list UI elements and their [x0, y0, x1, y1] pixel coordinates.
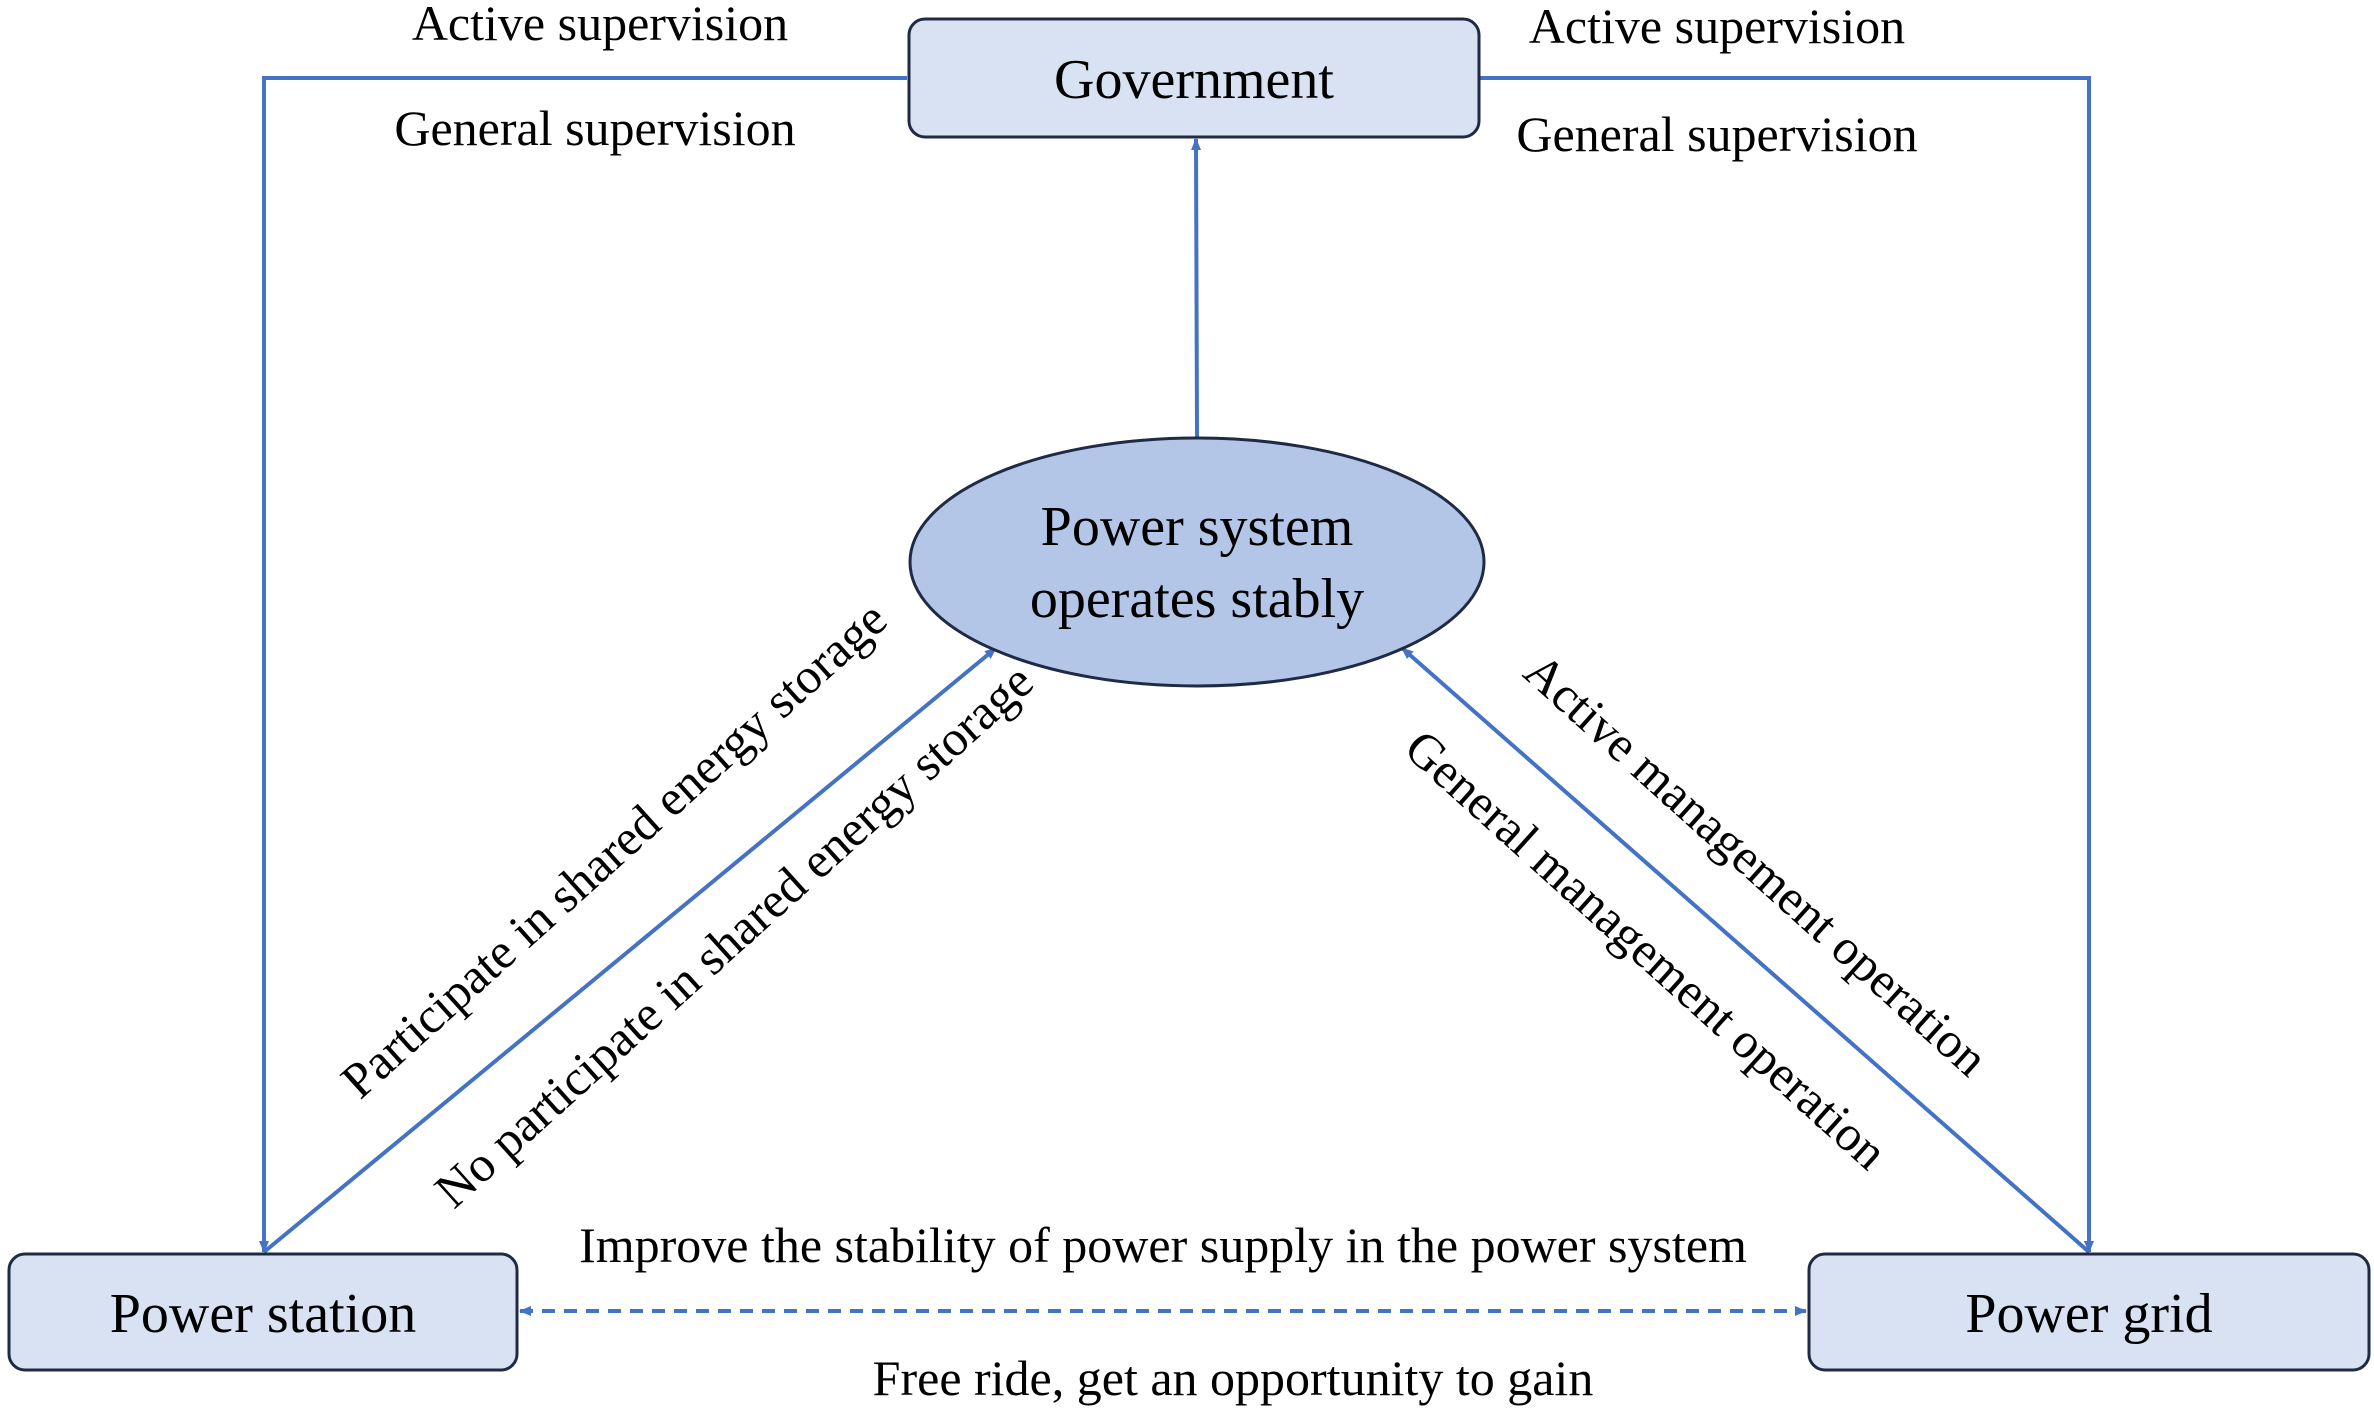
edge-grid-to-center: [1400, 646, 2091, 1254]
label-gov-right-general: General supervision: [1516, 106, 1917, 162]
node-government: Government: [907, 17, 1481, 139]
power-system-label-line2: operates stably: [1030, 568, 1364, 630]
edge-gov-to-grid: [1478, 76, 2094, 1253]
label-gov-right-active: Active supervision: [1529, 0, 1905, 54]
label-free-ride: Free ride, get an opportunity to gain: [873, 1350, 1594, 1406]
node-power-station: Power station: [7, 1252, 519, 1372]
label-gov-left-active: Active supervision: [412, 0, 788, 51]
node-power-grid: Power grid: [1807, 1252, 2371, 1372]
edge-gov-to-station: [259, 76, 907, 1253]
government-label: Government: [1054, 49, 1334, 111]
label-gov-left-general: General supervision: [394, 100, 795, 156]
power-grid-label: Power grid: [1965, 1283, 2212, 1345]
edge-station-to-center: [262, 646, 998, 1254]
power-system-label-line1: Power system: [1041, 496, 1354, 558]
node-power-system: Power system operates stably: [908, 436, 1486, 688]
label-improve-stability: Improve the stability of power supply in…: [579, 1217, 1747, 1273]
edge-center-to-gov: [1191, 138, 1202, 439]
power-station-label: Power station: [110, 1283, 416, 1345]
